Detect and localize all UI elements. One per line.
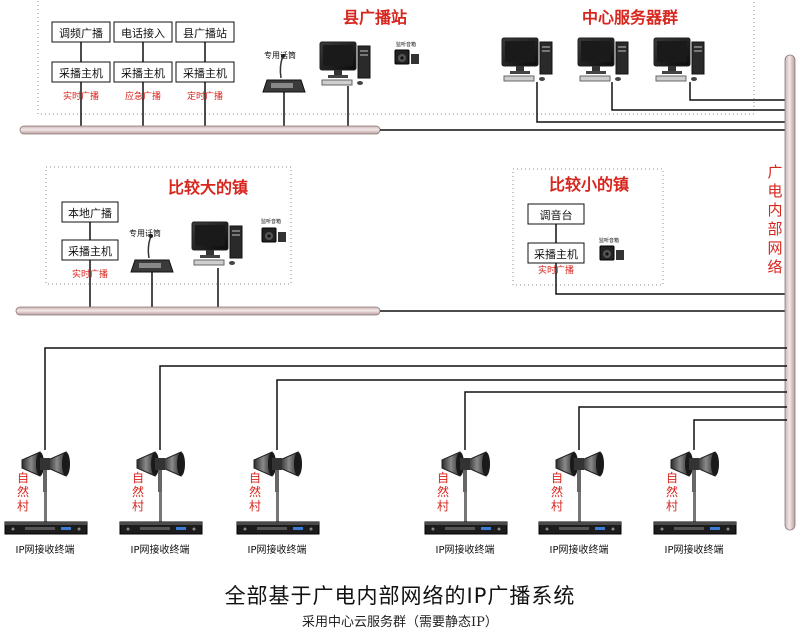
server-1-icon: [501, 37, 553, 82]
village-label: 自然村: [551, 471, 563, 513]
county-host-boxes: 采播主机 采播主机 采播主机: [51, 61, 235, 83]
county-host-label-2: 采播主机: [121, 66, 165, 80]
village-2: 自然村 IP网接收终端: [119, 451, 203, 556]
ip-receiver-label: IP网接收终端: [550, 543, 609, 556]
diagram-title: 全部基于广电内部网络的IP广播系统: [224, 584, 576, 608]
ip-receiver-icon: [119, 521, 203, 535]
emergency-broadcast-label: 应急广播: [125, 90, 161, 102]
county-host-label-3: 采播主机: [183, 66, 227, 80]
village-label: 自然村: [437, 471, 449, 513]
diagram-subtitle: 采用中心云服务群（需要静态IP）: [302, 615, 498, 630]
local-broadcast-label: 本地广播: [68, 206, 112, 220]
county-host-label-1: 采播主机: [59, 66, 103, 80]
big-town-boxes: 本地广播 采播主机: [61, 201, 119, 261]
svg-text:广: 广: [767, 163, 782, 181]
county-station-title: 县广播站: [343, 8, 407, 27]
small-town-host-label: 采播主机: [534, 247, 578, 261]
village-label: 自然村: [132, 471, 144, 513]
county-mic-label: 专用话筒: [264, 50, 296, 60]
ip-receiver-label: IP网接收终端: [16, 543, 75, 556]
big-town-title: 比较大的镇: [168, 178, 248, 197]
big-town-border: [45, 166, 292, 285]
county-source-boxes: 调频广播 电话接入 县广播站: [51, 21, 235, 43]
svg-text:内: 内: [767, 201, 782, 219]
small-town-boxes: 调音台 采播主机: [527, 203, 585, 264]
big-town-mic-label: 专用话筒: [129, 228, 161, 238]
big-town-speaker-label: 监听音箱: [261, 218, 281, 225]
horn-speaker-icon: [136, 451, 186, 493]
village-6: 自然村 IP网接收终端: [653, 451, 737, 556]
big-town-pc-icon: [191, 221, 243, 266]
town-network-pipe: [15, 306, 381, 316]
ip-receiver-icon: [4, 521, 88, 535]
ip-receiver-icon: [538, 521, 622, 535]
big-town-realtime-label: 实时广播: [72, 268, 108, 280]
fm-broadcast-label: 调频广播: [59, 26, 103, 40]
small-town-title: 比较小的镇: [549, 175, 629, 194]
village-4: 自然村 IP网接收终端: [424, 451, 508, 556]
svg-text:网: 网: [767, 239, 782, 257]
server-3-icon: [653, 37, 705, 82]
realtime-broadcast-label: 实时广播: [63, 90, 99, 102]
ip-receiver-label: IP网接收终端: [248, 543, 307, 556]
svg-text:部: 部: [767, 220, 782, 238]
phone-access-label: 电话接入: [121, 27, 165, 40]
ip-receiver-icon: [236, 521, 320, 535]
network-label: 广 电 内 部 网 络: [767, 163, 782, 276]
small-town-border: [512, 168, 664, 286]
server-cluster-title: 中心服务器群: [582, 8, 678, 27]
big-town-host-label: 采播主机: [68, 244, 112, 258]
small-town-speaker-label: 监听音箱: [599, 237, 619, 244]
village-label: 自然村: [666, 471, 678, 513]
village-1: 自然村 IP网接收终端: [4, 451, 88, 556]
horn-speaker-icon: [670, 451, 720, 493]
county-station-label: 县广播站: [183, 26, 227, 40]
big-town-mic-icon: [130, 233, 174, 273]
county-pc-icon: [319, 41, 371, 86]
ip-receiver-label: IP网接收终端: [665, 543, 724, 556]
village-3: 自然村 IP网接收终端: [236, 451, 320, 556]
county-speaker-icon: [394, 49, 420, 65]
horn-speaker-icon: [253, 451, 303, 493]
village-5: 自然村 IP网接收终端: [538, 451, 622, 556]
backbone-network-pipe: [784, 54, 796, 531]
villages: 自然村 IP网接收终端 自然村 IP网接收终端 自然村 IP网接收终端 自然村 IP网接收终端…: [4, 451, 737, 556]
village-label: 自然村: [17, 471, 29, 513]
ip-receiver-label: IP网接收终端: [131, 543, 190, 556]
county-network-pipe: [19, 125, 381, 135]
server-2-icon: [577, 37, 629, 82]
scheduled-broadcast-label: 定时广播: [187, 90, 223, 102]
small-town-speaker-icon: [599, 245, 625, 261]
village-label: 自然村: [249, 471, 261, 513]
svg-text:络: 络: [767, 258, 782, 276]
mixer-label: 调音台: [540, 208, 573, 222]
ip-receiver-icon: [653, 521, 737, 535]
horn-speaker-icon: [21, 451, 71, 493]
county-speaker-label: 监听音箱: [396, 41, 416, 48]
big-town-speaker-icon: [261, 227, 287, 243]
ip-receiver-label: IP网接收终端: [436, 543, 495, 556]
village-feed-lines: [44, 347, 787, 450]
horn-speaker-icon: [555, 451, 605, 493]
horn-speaker-icon: [441, 451, 491, 493]
svg-text:电: 电: [767, 182, 782, 200]
ip-receiver-icon: [424, 521, 508, 535]
